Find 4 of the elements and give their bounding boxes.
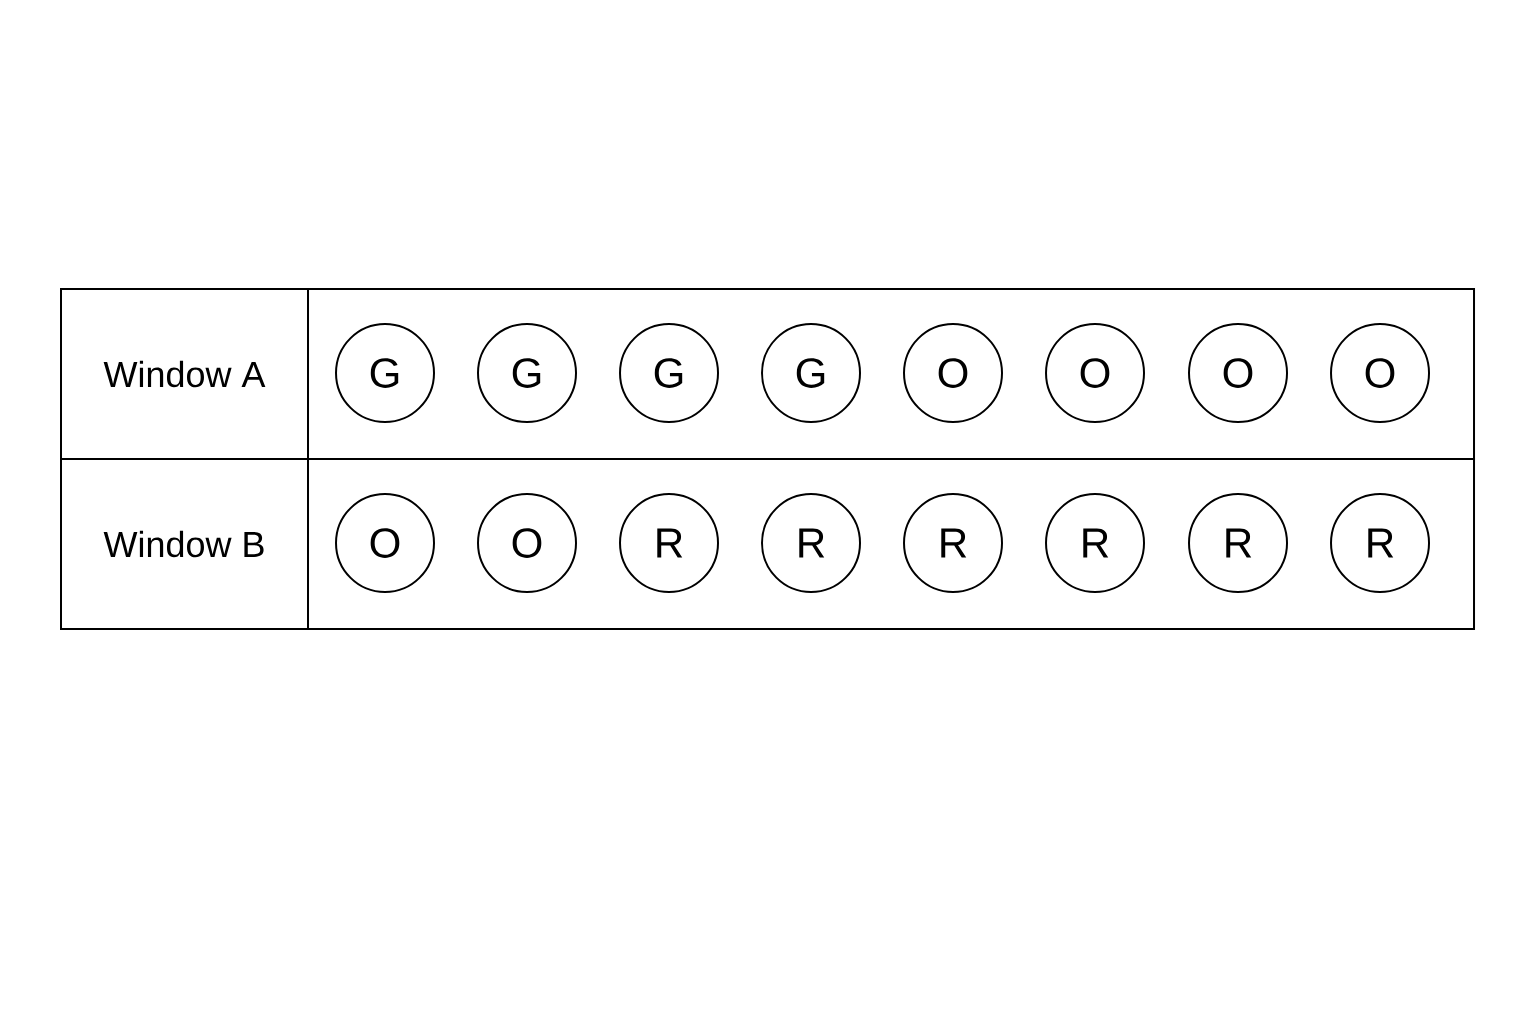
row-label-cell: Window B [60, 458, 309, 630]
row-cell [307, 288, 1475, 460]
row-label-cell: Window A [60, 288, 309, 460]
row-cell [307, 458, 1475, 630]
